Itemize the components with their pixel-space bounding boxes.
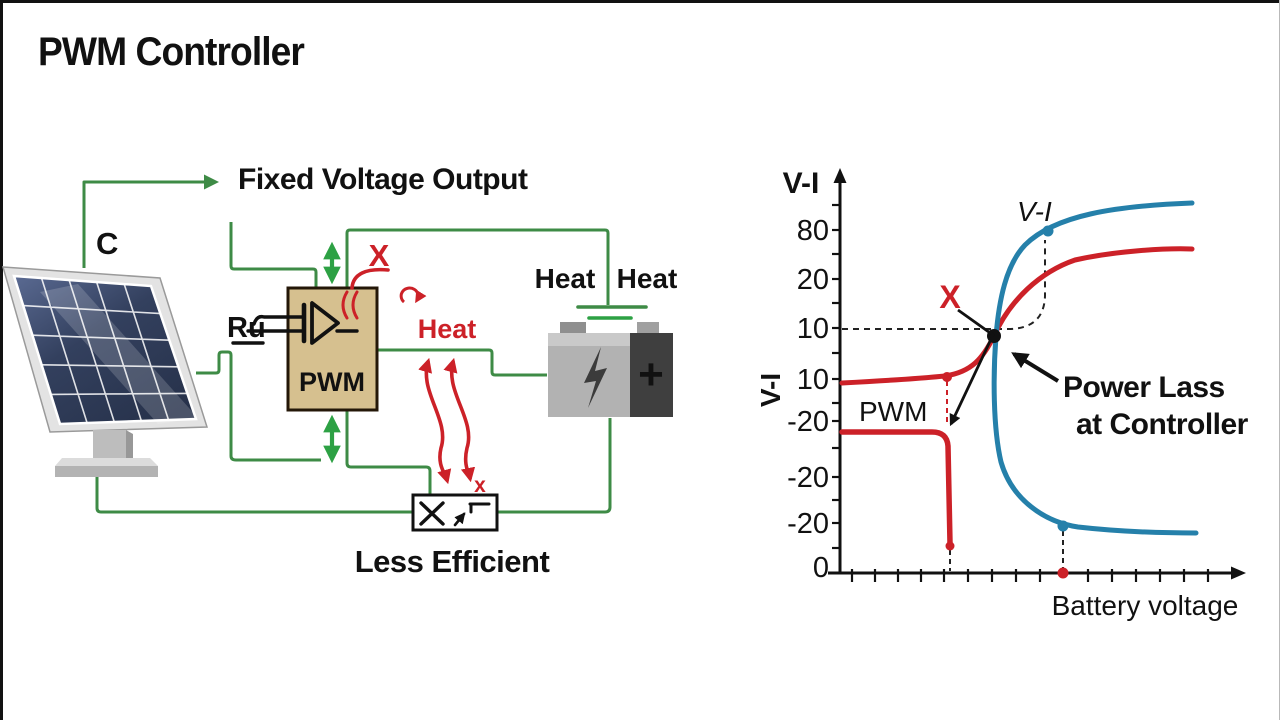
frame-top-border — [0, 0, 1280, 3]
page-title: PWM Controller — [38, 30, 305, 74]
y-axis-side-label: V-I — [755, 373, 786, 407]
heat-rise-arrows — [418, 357, 476, 485]
pwm-red-annotations — [350, 267, 476, 485]
heat-red-label: Heat — [418, 314, 477, 344]
blue-point-lower — [1057, 520, 1069, 532]
battery-dark-section — [630, 333, 673, 417]
battery-plus-label: + — [638, 350, 664, 399]
solar-panel-base-top — [55, 458, 158, 466]
battery-body-highlight — [548, 333, 630, 346]
x-annotation-swoosh — [350, 267, 390, 290]
solar-panel-base-front — [55, 466, 158, 477]
chart-x-red-label: X — [939, 279, 961, 315]
x-annotation-arrow — [949, 308, 995, 427]
svg-text:-20: -20 — [787, 508, 829, 540]
chart-pwm-label: PWM — [859, 396, 927, 427]
vi-chart: V-I V-I 80 20 10 10 -20 -20 -20 0 X PWM … — [755, 167, 1249, 621]
solar-panel-post-side — [126, 430, 133, 462]
chart-vi-label: V-I — [1017, 196, 1052, 227]
solar-panel-grid — [23, 277, 188, 424]
svg-text:10: 10 — [797, 313, 829, 345]
red-point-curve — [942, 372, 952, 382]
c-label: C — [96, 226, 118, 261]
ru-label: Ru — [227, 312, 266, 344]
blue-vi-curve — [991, 200, 1199, 536]
battery-terminal-right — [637, 322, 659, 334]
red-pwm-line — [839, 429, 953, 546]
wire-bottom-right — [498, 418, 612, 514]
small-x-label: x — [474, 474, 486, 497]
power-loss-label-line1: Power Lass — [1063, 371, 1225, 404]
red-source-curve — [839, 246, 1195, 386]
dashed-level-line — [842, 240, 1046, 330]
solar-panel-post — [93, 430, 126, 462]
svg-text:-20: -20 — [787, 462, 829, 494]
wire-pwm-bottom-to-box — [345, 411, 432, 494]
svg-text:10: 10 — [797, 364, 829, 396]
svg-text:20: 20 — [797, 264, 829, 296]
solar-panel-glare — [40, 284, 198, 424]
switch-icon — [453, 502, 491, 527]
heat-left-label: Heat — [535, 263, 596, 294]
red-point-axis — [1057, 567, 1069, 579]
pwm-box-label: PWM — [299, 367, 365, 397]
y-tick-labels: 80 20 10 10 -20 -20 -20 0 — [787, 215, 829, 584]
svg-text:80: 80 — [797, 215, 829, 247]
y-axis-title: V-I — [783, 167, 820, 200]
frame-left-border — [0, 0, 3, 720]
fixed-voltage-output-label: Fixed Voltage Output — [238, 163, 528, 196]
svg-text:-20: -20 — [787, 406, 829, 438]
x-axis-ticks — [850, 569, 1210, 582]
dashed-guides — [842, 240, 1064, 571]
x-axis-arrow — [1231, 566, 1246, 580]
svg-text:0: 0 — [813, 552, 829, 584]
lightning-bolt-icon — [584, 347, 607, 408]
battery-terminal-left — [560, 322, 586, 334]
red-point-line-end — [945, 541, 955, 551]
inefficiency-box — [411, 493, 499, 532]
battery — [548, 322, 673, 417]
x-red-label: X — [369, 238, 390, 273]
power-loss-label-line2: at Controller — [1076, 408, 1249, 441]
x-axis-label: Battery voltage — [1052, 590, 1239, 621]
less-efficient-label: Less Efficient — [355, 544, 550, 579]
heat-right-label: Heat — [617, 263, 678, 294]
wire-panel-to-left-loop — [196, 350, 321, 462]
x-mark-icon — [419, 501, 445, 526]
pwm-controller-box — [231, 286, 379, 412]
solar-panel — [1, 266, 209, 477]
y-axis-arrow — [833, 168, 847, 183]
wire-output-to-pwm-top — [229, 222, 318, 287]
rotate-icon — [399, 286, 427, 304]
blue-point-upper — [1042, 225, 1054, 237]
wire-pwm-to-battery-top — [345, 228, 610, 305]
wire-panel-to-output-arrow — [82, 174, 219, 268]
wire-bottom-left — [95, 477, 412, 514]
y-axis-ticks — [832, 203, 841, 550]
transistor-icon — [231, 301, 359, 345]
power-loss-arrow — [1011, 352, 1060, 383]
battery-terminal-symbol — [576, 305, 648, 320]
wire-pwm-to-battery-mid — [377, 348, 547, 377]
heat-waves-icon — [341, 290, 359, 320]
